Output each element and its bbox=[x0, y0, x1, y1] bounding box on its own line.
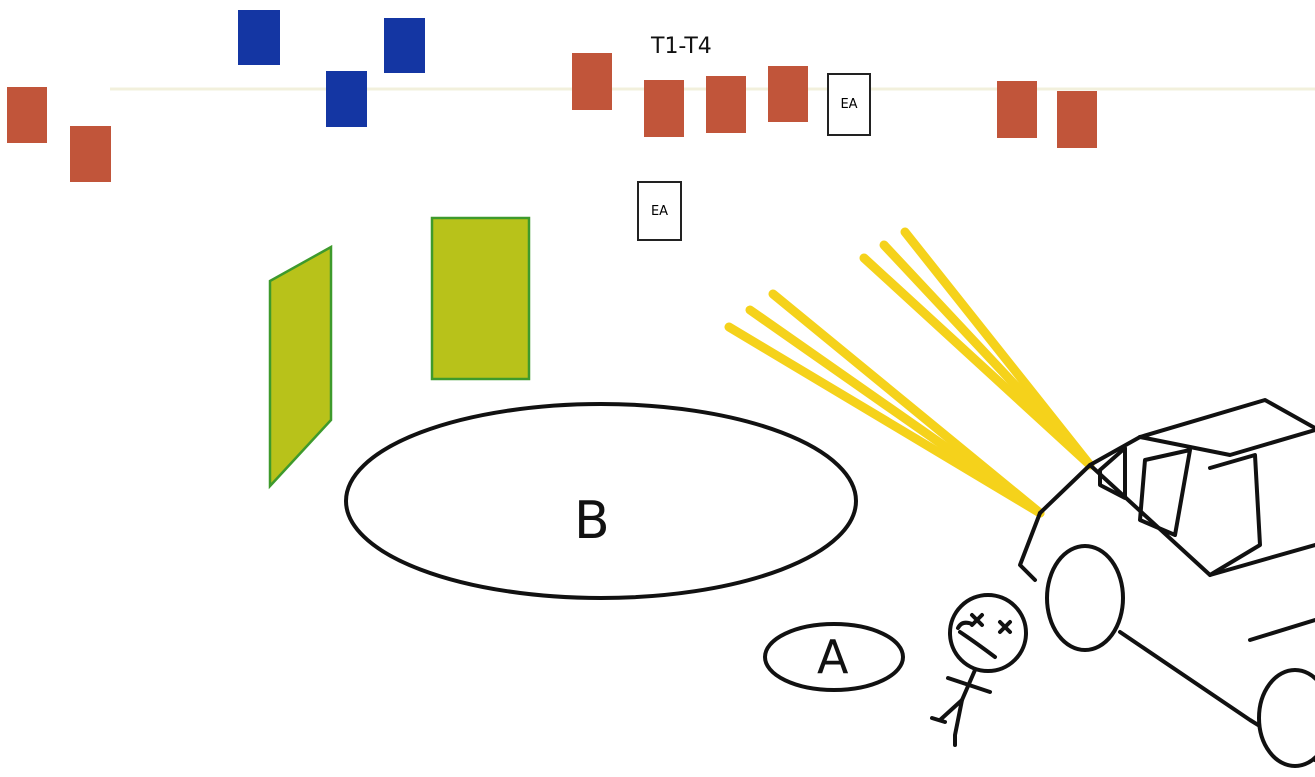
blue-markers bbox=[238, 10, 425, 127]
red-marker bbox=[572, 53, 612, 110]
zone-a-label: A bbox=[817, 630, 849, 684]
blue-marker bbox=[384, 18, 425, 73]
cover-panel-angled bbox=[268, 244, 333, 490]
team-group-label: T1-T4 bbox=[651, 34, 712, 59]
ea-marker-lower: EA bbox=[637, 181, 682, 241]
red-marker bbox=[7, 87, 47, 143]
red-marker bbox=[706, 76, 746, 133]
ea-marker-top: EA bbox=[827, 73, 871, 136]
red-marker bbox=[1057, 91, 1097, 148]
zone-b-ellipse bbox=[344, 402, 858, 600]
car-icon bbox=[1018, 398, 1315, 768]
red-marker bbox=[768, 66, 808, 122]
zone-a-ellipse bbox=[763, 622, 905, 692]
cover-panel-upright bbox=[430, 216, 531, 381]
headlight-beam bbox=[768, 289, 1045, 518]
headlight-beam bbox=[900, 227, 1095, 470]
zone-b-label: B bbox=[574, 491, 610, 551]
red-marker bbox=[70, 126, 111, 182]
blue-marker bbox=[238, 10, 280, 65]
blue-marker bbox=[326, 71, 367, 127]
stick-figure-icon bbox=[930, 593, 1028, 747]
red-markers bbox=[7, 53, 1097, 182]
headlight-beams bbox=[724, 227, 1095, 518]
red-marker bbox=[997, 81, 1037, 138]
red-marker bbox=[644, 80, 684, 137]
